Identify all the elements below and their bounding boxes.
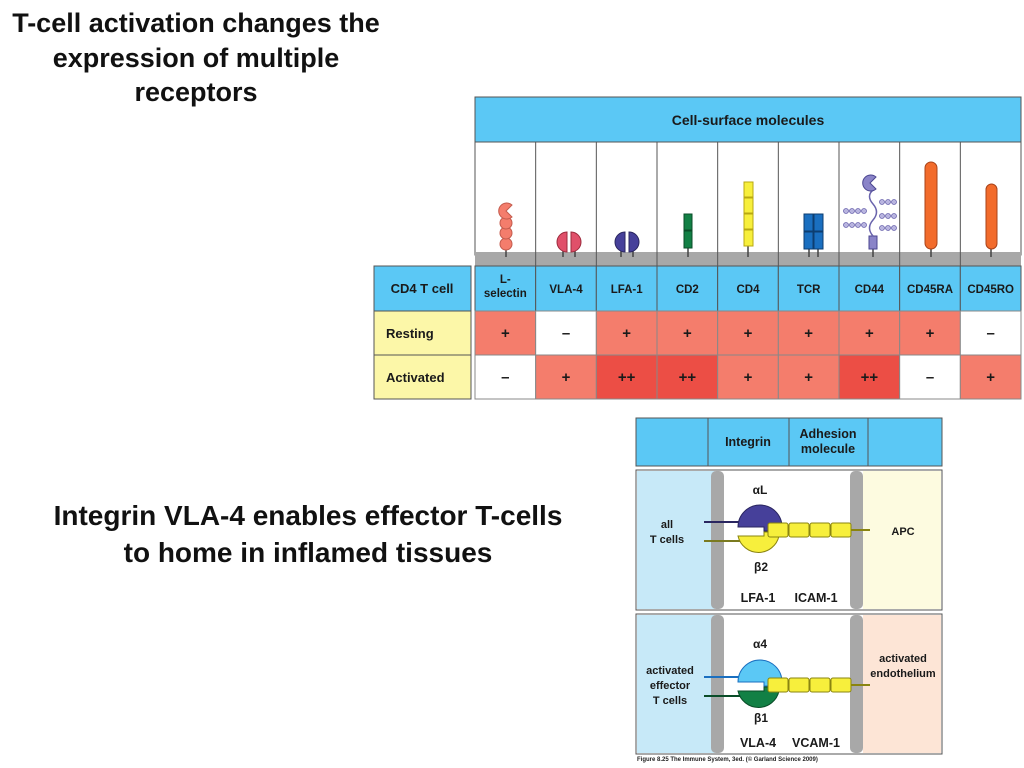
expression-value: + xyxy=(744,369,753,386)
row-header-cd4: CD4 T cell xyxy=(391,281,454,296)
molecule-name-label: CD45RA xyxy=(907,284,953,296)
molecule-name-label: selectin xyxy=(484,288,527,300)
expression-cell xyxy=(899,354,961,400)
molecule-name-row: L-selectin VLA-4 LFA-1 CD2 CD4 TCR CD44 CD45RA C… xyxy=(474,265,1022,312)
cd45ro-icon xyxy=(985,183,998,257)
molecule-name-cell xyxy=(595,265,658,312)
molecule-name-label: CD2 xyxy=(676,284,699,296)
row-label: Activated xyxy=(386,370,445,385)
expression-cell xyxy=(535,354,597,400)
expression-value: + xyxy=(804,369,813,386)
molecule-name-label: LFA-1 xyxy=(611,284,644,296)
molecule-name-cell xyxy=(656,265,719,312)
cd2-icon xyxy=(683,213,693,257)
slide-subtitle: Integrin VLA-4 enables effector T-cells … xyxy=(53,500,563,568)
expression-value: + xyxy=(926,325,935,342)
molecule-name-cell xyxy=(899,265,961,312)
row-label-cell xyxy=(373,310,472,356)
molecule-name-label: CD44 xyxy=(855,284,885,296)
expression-cell xyxy=(474,310,537,356)
column-dividers xyxy=(535,142,961,266)
molecule-name-label: L- xyxy=(500,274,511,286)
expression-value: – xyxy=(926,369,934,386)
expression-cell xyxy=(959,354,1022,400)
expression-value: + xyxy=(622,325,631,342)
expression-cell xyxy=(959,310,1022,356)
expression-value: + xyxy=(986,369,995,386)
expression-cell xyxy=(656,310,719,356)
row-label: Resting xyxy=(386,326,434,341)
expression-value: – xyxy=(501,369,509,386)
row-label-cell xyxy=(373,354,472,400)
lfa-1-icon xyxy=(614,231,640,257)
expression-value: + xyxy=(804,325,813,342)
molecule-drawings xyxy=(498,161,998,257)
expression-value: + xyxy=(501,325,510,342)
cd44-icon xyxy=(843,174,897,257)
expression-cell xyxy=(535,310,597,356)
expression-cell xyxy=(717,354,779,400)
expression-cell xyxy=(656,354,719,400)
molecule-name-label: TCR xyxy=(797,284,821,296)
expression-value: – xyxy=(562,325,570,342)
cd45ra-icon xyxy=(924,161,938,257)
expression-cell xyxy=(717,310,779,356)
cd4-icon xyxy=(743,181,754,257)
expression-cell xyxy=(595,310,658,356)
expression-value: ++ xyxy=(861,369,879,386)
expression-value: ++ xyxy=(618,369,636,386)
vla-4-icon xyxy=(556,231,582,257)
tcr-icon xyxy=(803,213,824,257)
table-header: Cell-surface molecules xyxy=(672,112,825,128)
molecule-name-label: CD4 xyxy=(736,284,760,296)
molecule-name-label: VLA-4 xyxy=(549,284,583,296)
expression-value: + xyxy=(865,325,874,342)
slide-title: T-cell activation changes the expression… xyxy=(12,8,380,108)
l-selectin-icon xyxy=(498,202,513,257)
molecule-name-cell xyxy=(717,265,779,312)
expression-cell xyxy=(777,354,840,400)
figure-caption: Figure 8.25 The Immune System, 3ed. (© G… xyxy=(637,757,818,763)
expression-cell xyxy=(838,310,901,356)
expression-value: + xyxy=(683,325,692,342)
molecule-name-label: CD45RO xyxy=(967,284,1014,296)
expression-value: + xyxy=(744,325,753,342)
membrane-band xyxy=(475,252,1021,266)
molecule-name-cell xyxy=(959,265,1022,312)
expression-value-grid: +–++++++––+++++++++–+ xyxy=(474,310,1022,400)
expression-cell xyxy=(474,354,537,400)
expression-value: + xyxy=(562,369,571,386)
expression-value: ++ xyxy=(679,369,697,386)
expression-value: – xyxy=(986,325,994,342)
